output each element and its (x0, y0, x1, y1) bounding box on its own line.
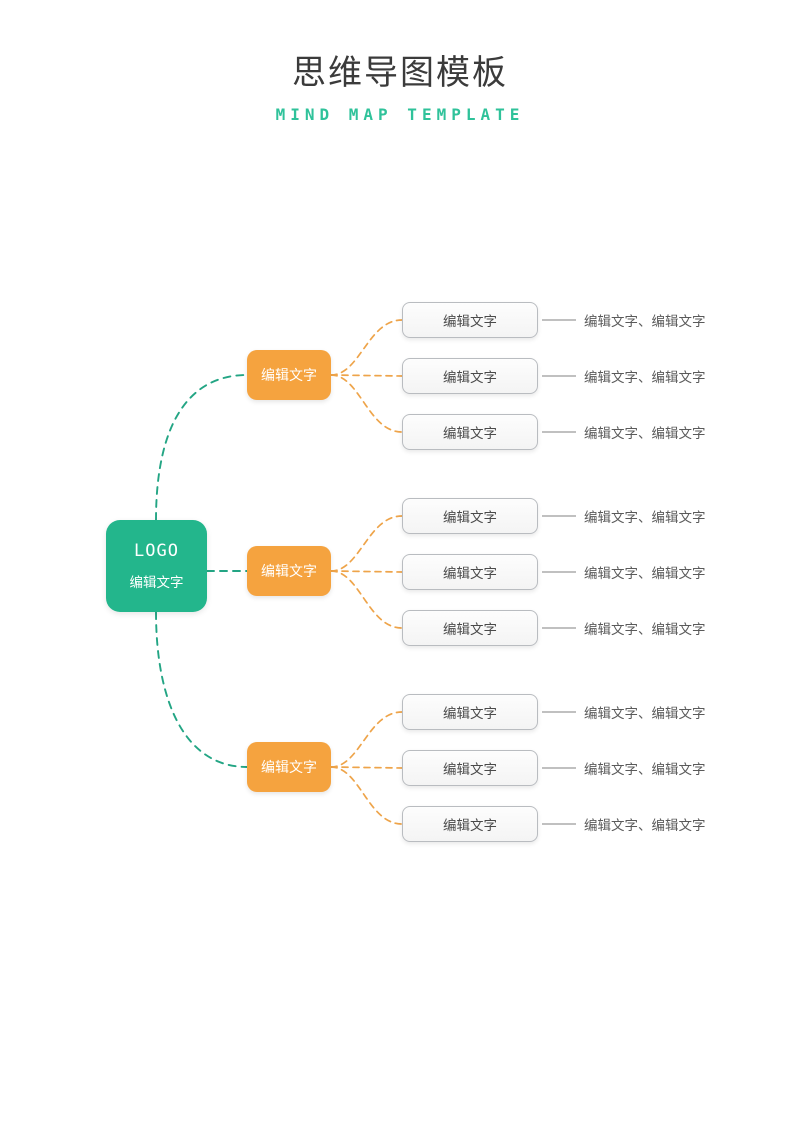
edge-center-to-branch-1 (155, 374, 248, 521)
edge-branch-2-leaf-2 (330, 570, 403, 573)
tail-label: 编辑文字、编辑文字 (584, 510, 706, 525)
tail-label: 编辑文字、编辑文字 (584, 370, 706, 385)
tail-label: 编辑文字、编辑文字 (584, 818, 706, 833)
leaf-node[interactable]: 编辑文字 (402, 302, 538, 338)
leaf-node[interactable]: 编辑文字 (402, 498, 538, 534)
leaf-node[interactable]: 编辑文字 (402, 554, 538, 590)
edge-branch-1-leaf-1 (330, 319, 403, 376)
leaf-node[interactable]: 编辑文字 (402, 694, 538, 730)
leaf-node[interactable]: 编辑文字 (402, 750, 538, 786)
tail-label: 编辑文字、编辑文字 (584, 622, 706, 637)
edge-branch-1-leaf-3 (330, 374, 403, 433)
edge-branch-3-leaf-3 (330, 766, 403, 825)
tail-label: 编辑文字、编辑文字 (584, 566, 706, 581)
edge-center-to-branch-3 (155, 611, 248, 768)
leaf-node[interactable]: 编辑文字 (402, 358, 538, 394)
page-header: 思维导图模板 MIND MAP TEMPLATE (0, 0, 800, 124)
tail-label: 编辑文字、编辑文字 (584, 314, 706, 329)
center-node[interactable]: LOGO 编辑文字 (106, 520, 207, 612)
tail-label: 编辑文字、编辑文字 (584, 706, 706, 721)
leaf-node[interactable]: 编辑文字 (402, 414, 538, 450)
branch-node-1[interactable]: 编辑文字 (247, 350, 331, 400)
page-title: 思维导图模板 (292, 54, 508, 92)
edge-branch-3-leaf-2 (330, 766, 403, 769)
edge-branch-3-leaf-1 (330, 711, 403, 768)
edge-branch-2-leaf-1 (330, 515, 403, 572)
branch-node-2[interactable]: 编辑文字 (247, 546, 331, 596)
center-node-logo: LOGO (134, 540, 179, 561)
branch-node-3[interactable]: 编辑文字 (247, 742, 331, 792)
leaf-node[interactable]: 编辑文字 (402, 610, 538, 646)
edge-branch-1-leaf-2 (330, 374, 403, 377)
tail-label: 编辑文字、编辑文字 (584, 426, 706, 441)
center-node-label: 编辑文字 (129, 574, 184, 590)
leaf-node[interactable]: 编辑文字 (402, 806, 538, 842)
page-subtitle: MIND MAP TEMPLATE (275, 104, 525, 124)
edge-branch-2-leaf-3 (330, 570, 403, 629)
tail-label: 编辑文字、编辑文字 (584, 762, 706, 777)
